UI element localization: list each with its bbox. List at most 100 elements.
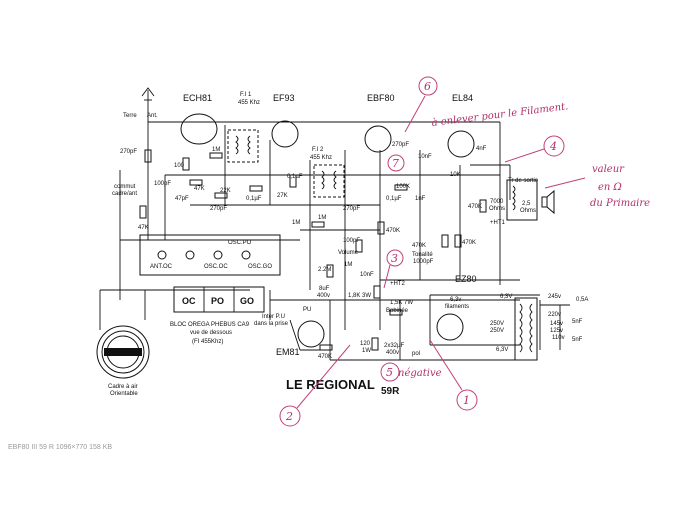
annotation-4: 4 (549, 140, 557, 153)
label-v110: 110v (552, 335, 565, 341)
frame-labels: Cadre à air Orientable (108, 384, 138, 397)
annotation-5: 5 (386, 366, 393, 379)
label-r1m-a: 1M (212, 147, 220, 153)
component-labels: 270pF 100 1M 100pF 47K 47pF 22K 270pF 0,… (120, 142, 539, 360)
label-v63-bottom: 6,3V (496, 347, 508, 353)
ef93-envelope (271, 120, 299, 148)
label-r120: 120 (360, 341, 371, 347)
label-c270pf-b: 270pF (210, 206, 227, 212)
label-fuse: 0,5A (576, 297, 588, 303)
label-c10nf-b: 10nF (418, 154, 432, 160)
label-r27k: 27K (277, 193, 288, 199)
ez80-envelope (436, 313, 464, 341)
fi2-name: F.I 2 (312, 147, 324, 153)
label-tonalite-2: 1000pF (413, 259, 434, 265)
label-c270pf-a: 270pF (120, 149, 137, 155)
label-c270pf-d: 270pF (392, 142, 409, 148)
label-terre: Terre (123, 113, 137, 119)
label-fil-3: 6,3V (500, 294, 512, 300)
annotation-1: 1 (463, 394, 470, 407)
label-osc-po: OSC.PO (228, 240, 252, 246)
label-r470k-em: 470K (318, 354, 332, 360)
label-r470k-b: 470K (412, 243, 426, 249)
tube-envelopes (180, 113, 475, 348)
tube-ez80: EZ80 (455, 274, 477, 284)
annotation-5-note: négative (398, 368, 442, 379)
label-inter-2: dans la prise (254, 321, 289, 327)
label-c100pf-b: 100pF (343, 238, 360, 244)
label-r2-2m: 2.2M (318, 267, 331, 273)
label-c8uf-1: 8uF (319, 286, 330, 292)
fi1-freq: 455 Khz (238, 100, 260, 106)
label-po: PO (211, 296, 224, 306)
label-c01-c: 0,1µF (386, 196, 402, 202)
label-bobinee-1: 1,5K 7W (390, 300, 413, 306)
label-c100pf-a: 100pF (154, 181, 171, 187)
label-inter-1: Inter P.U (262, 314, 285, 320)
label-ht2: +HT2 (390, 281, 406, 287)
label-ht1: +HT1 (490, 220, 506, 226)
label-tr-25-1: 2,5 (522, 201, 531, 207)
label-c01-b: 0,1µF (287, 174, 303, 180)
label-5nf-a: 5nF (572, 319, 583, 325)
annotation-6: 6 (424, 80, 431, 93)
annotation-4-note-1: valeur (592, 164, 625, 175)
label-fil-1: 6,3v (450, 297, 461, 303)
label-r7000-1: 7000 (490, 199, 504, 205)
label-v245: 245v (548, 294, 561, 300)
label-tr-sortie: Tr de sortie (508, 178, 539, 184)
label-r470k-a: 470K (386, 228, 400, 234)
label-tonalite-1: Tonalité (412, 252, 433, 258)
ech81-envelope (180, 113, 218, 145)
label-r100k: 100K (396, 184, 410, 190)
label-tr-25-2: Ohms (520, 208, 536, 214)
ebf80-envelope (364, 125, 392, 153)
label-r470k-c: 470K (462, 240, 476, 246)
fi2-freq: 455 Khz (310, 155, 332, 161)
annotation-4-note-2: en Ω (598, 182, 622, 193)
label-r10k: 10K (450, 172, 461, 178)
label-r1-8k: 1,8K 3W (348, 293, 371, 299)
label-cap-2x32: 2x32µF (384, 343, 404, 349)
label-cadre-2: Orientable (110, 391, 138, 397)
if-labels: F.I 1 455 Khz F.I 2 455 Khz (238, 92, 332, 161)
label-bloc-desc-1: BLOC OREGA PHEBUS CA9 (170, 322, 250, 328)
el84-envelope (447, 130, 475, 158)
label-r1m-c: 1M (318, 215, 326, 221)
fi1-name: F.I 1 (240, 92, 252, 98)
antenna-labels: Terre Ant. commut cadre/ant (112, 113, 158, 197)
label-r22k: 22K (220, 188, 231, 194)
osc-block (139, 234, 281, 313)
label-v250a: 250V (490, 321, 504, 327)
label-c01-a: 0,1µF (246, 196, 262, 202)
label-c10nf-a: 10nF (360, 272, 374, 278)
label-osc-go: OSC.GO (248, 264, 272, 270)
label-v125: 125v (550, 328, 563, 334)
label-commut-2: cadre/ant (112, 191, 137, 197)
title-model: 59R (381, 386, 400, 397)
label-cadre-1: Cadre à air (108, 384, 138, 390)
label-ant: Ant. (147, 113, 158, 119)
label-cap-400v: 400v (386, 350, 399, 356)
power-labels: 6,3v filaments 6,3V 245v 220v 145v 125v … (445, 294, 588, 353)
label-c47pf: 47pF (175, 196, 189, 202)
component-symbols (139, 149, 487, 351)
label-v220: 220v (548, 312, 561, 318)
label-r7000-2: Ohms (489, 206, 505, 212)
label-pol: pol (412, 351, 420, 357)
label-bloc-desc-2: vue de dessous (190, 330, 232, 336)
label-pu: PU (303, 307, 311, 313)
wiring (99, 87, 570, 361)
annotation-3: 3 (391, 252, 398, 265)
title-main: LE REGIONAL (286, 377, 375, 392)
tube-ech81: ECH81 (183, 93, 212, 103)
label-v250b: 250V (490, 328, 504, 334)
tube-ef93: EF93 (273, 93, 295, 103)
label-c4nf: 4nF (476, 146, 487, 152)
osc-block-labels: OSC.PO ANT.OC OSC.OC OSC.GO OC PO GO BLO… (150, 240, 272, 345)
label-r470k-d: 470K (468, 204, 482, 210)
tube-el84: EL84 (452, 93, 473, 103)
label-r1m-b: 1M (292, 220, 300, 226)
